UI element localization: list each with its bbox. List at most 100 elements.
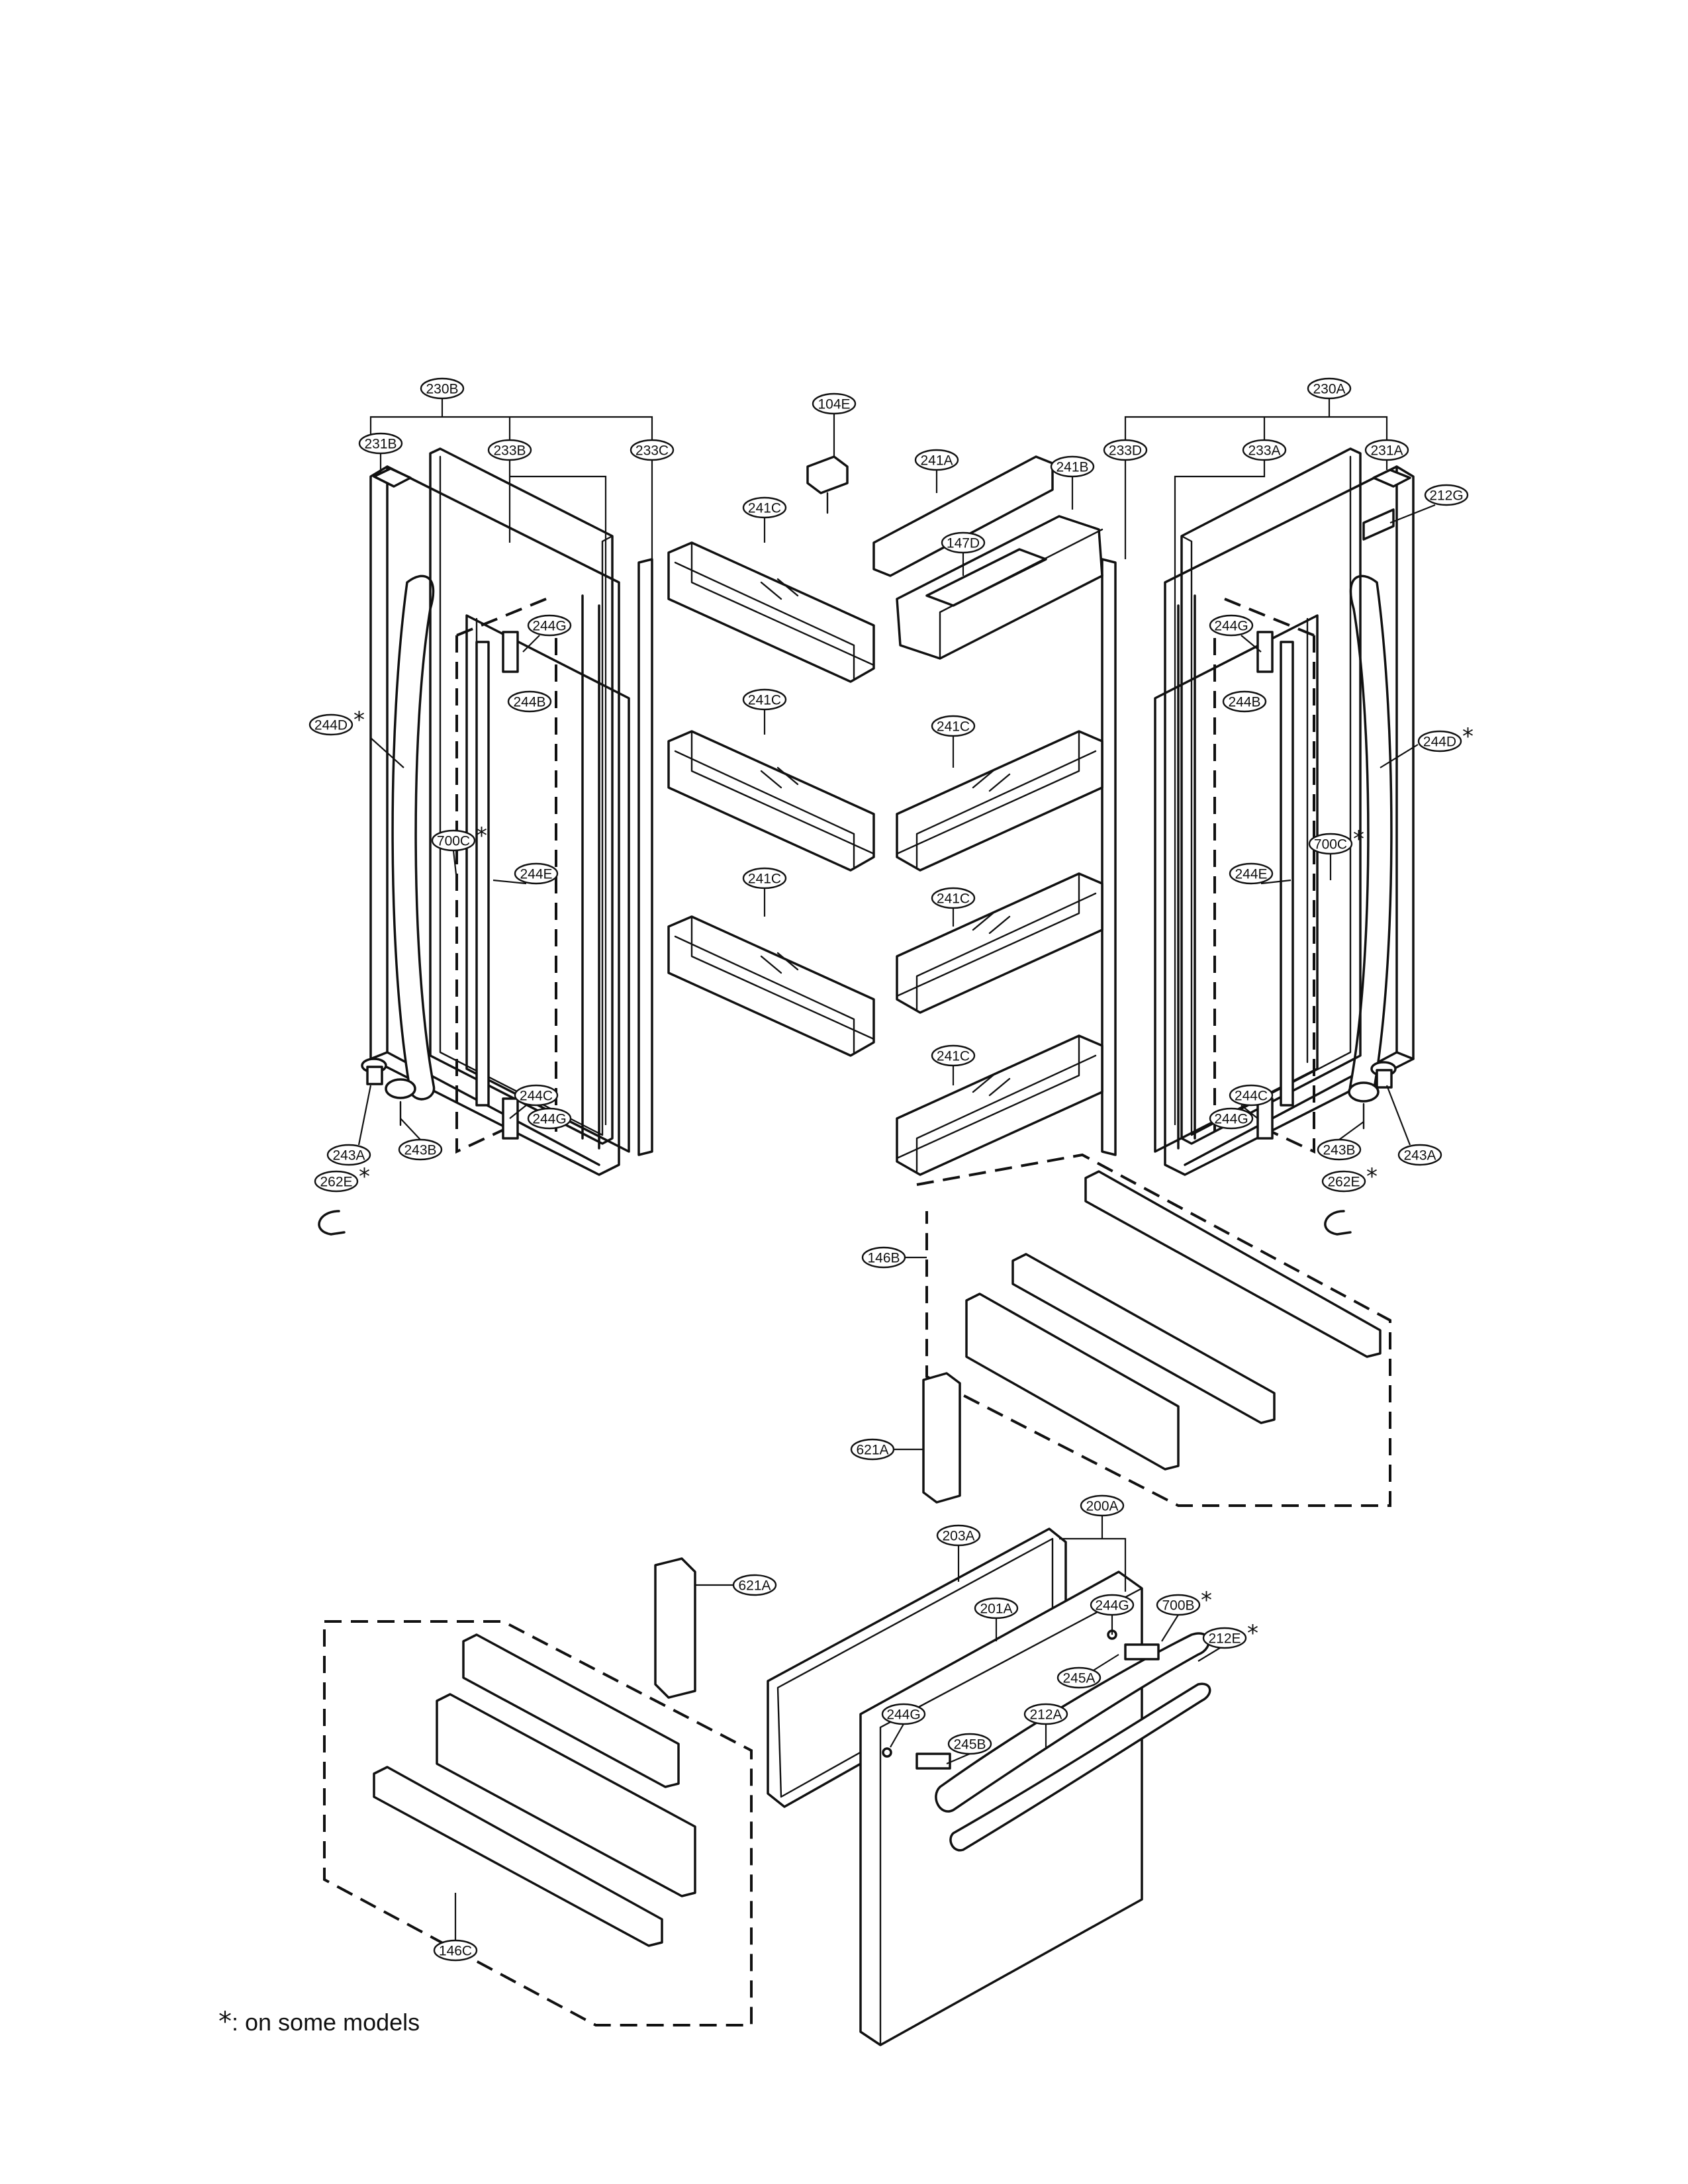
callout-oval bbox=[1090, 1594, 1135, 1616]
callout-label: 244G bbox=[532, 619, 566, 634]
callout-oval bbox=[742, 688, 787, 711]
callout-label: 241C bbox=[937, 1049, 970, 1064]
callout-label: 244D bbox=[314, 718, 348, 733]
door-bin bbox=[896, 872, 1103, 1014]
right-door-assembly bbox=[1101, 447, 1415, 1176]
callout-oval bbox=[947, 1733, 992, 1755]
callout-200a: 200A bbox=[1080, 1494, 1125, 1517]
drawer-rail bbox=[373, 1766, 663, 1947]
right-door-handle bbox=[1348, 574, 1393, 1101]
left-lower-hinge bbox=[361, 1058, 416, 1126]
callout-label: 700C bbox=[437, 834, 470, 849]
callout-label: 212E bbox=[1208, 1631, 1241, 1647]
callout-oval bbox=[1222, 690, 1267, 713]
callout-262e: 262E* bbox=[314, 1163, 370, 1193]
callout-label: 233A bbox=[1248, 443, 1280, 459]
left-door-gasket bbox=[429, 447, 614, 1145]
callout-146b: 146B bbox=[861, 1246, 906, 1269]
callout-oval bbox=[1317, 1138, 1362, 1161]
left-handle-cap bbox=[915, 1752, 951, 1770]
callout-label: 146C bbox=[439, 1944, 472, 1959]
callout-104e: 104E bbox=[812, 392, 857, 415]
door-bins bbox=[667, 541, 1103, 1176]
callout-label: 200A bbox=[1086, 1499, 1118, 1514]
callout-244g: 244G bbox=[527, 614, 572, 637]
callout-233a: 233A bbox=[1242, 439, 1287, 461]
door-bin bbox=[667, 915, 875, 1057]
footnote: *: on some models bbox=[218, 2007, 420, 2037]
optional-part-star: * bbox=[1201, 1587, 1212, 1614]
callout-label: 243A bbox=[332, 1148, 365, 1163]
callout-203a: 203A bbox=[936, 1524, 981, 1547]
optional-part-star: * bbox=[1247, 1620, 1258, 1647]
freezer-handle bbox=[935, 1632, 1210, 1813]
callout-oval bbox=[487, 439, 532, 461]
callout-212a: 212A bbox=[1023, 1703, 1068, 1725]
callout-label: 241B bbox=[1056, 460, 1088, 475]
callout-label: 244G bbox=[886, 1707, 920, 1723]
callout-label: 244G bbox=[1214, 1112, 1248, 1127]
left-door-rail bbox=[475, 641, 490, 1107]
callout-label: 244C bbox=[520, 1089, 553, 1104]
drawer-rail bbox=[462, 1633, 680, 1788]
callout-label: 244E bbox=[520, 867, 552, 882]
callout-233c: 233C bbox=[630, 439, 675, 461]
callout-621a: 621A bbox=[850, 1438, 895, 1461]
callout-241c: 241C bbox=[742, 867, 787, 889]
callout-label: 233C bbox=[635, 443, 669, 459]
callout-oval bbox=[1209, 1107, 1254, 1130]
callout-oval bbox=[850, 1438, 895, 1461]
callout-244g: 244G bbox=[1090, 1594, 1135, 1616]
callout-241c: 241C bbox=[931, 715, 976, 737]
callout-label: 230A bbox=[1313, 382, 1345, 397]
mounting-bracket bbox=[806, 455, 849, 494]
callout-label: 241A bbox=[920, 453, 953, 469]
callout-label: 700C bbox=[1314, 837, 1347, 852]
callout-oval bbox=[630, 439, 675, 461]
callout-233d: 233D bbox=[1103, 439, 1148, 461]
left-upper-door-bracket bbox=[502, 631, 519, 673]
door-bin bbox=[896, 1034, 1103, 1176]
left-door-assembly bbox=[361, 447, 653, 1176]
drawer-rail bbox=[436, 1693, 696, 1897]
callout-oval bbox=[742, 867, 787, 889]
right-door-rail bbox=[1280, 641, 1294, 1107]
callout-147d: 147D bbox=[941, 531, 986, 554]
callout-oval bbox=[1308, 833, 1353, 855]
callout-oval bbox=[861, 1246, 906, 1269]
dairy-door bbox=[872, 455, 1054, 577]
callout-label: 244B bbox=[513, 695, 545, 710]
callout-244d: 244D* bbox=[1417, 723, 1474, 752]
callout-oval bbox=[1050, 455, 1095, 478]
callout-oval bbox=[1056, 1666, 1102, 1689]
callout-oval bbox=[358, 432, 403, 455]
callout-oval bbox=[812, 392, 857, 415]
callout-oval bbox=[1209, 614, 1254, 637]
callout-241c: 241C bbox=[931, 887, 976, 909]
callout-243b: 243B bbox=[398, 1138, 443, 1161]
callout-label: 244G bbox=[1214, 619, 1248, 634]
callout-231a: 231A bbox=[1364, 439, 1409, 461]
callout-oval bbox=[433, 1939, 478, 1962]
callout-oval bbox=[931, 715, 976, 737]
callout-label: 243B bbox=[404, 1143, 436, 1158]
callout-oval bbox=[1229, 1084, 1274, 1107]
callout-244d: 244D* bbox=[308, 707, 365, 736]
callout-241c: 241C bbox=[742, 496, 787, 519]
callout-oval bbox=[1242, 439, 1287, 461]
callout-oval bbox=[974, 1597, 1019, 1619]
callout-244g: 244G bbox=[527, 1107, 572, 1130]
door-bin bbox=[667, 730, 875, 872]
callout-label: 262E bbox=[1327, 1175, 1360, 1190]
callout-oval bbox=[1321, 1170, 1366, 1193]
callout-244c: 244C bbox=[1229, 1084, 1274, 1107]
callout-700c: 700C* bbox=[1308, 826, 1364, 855]
callout-241c: 241C bbox=[931, 1044, 976, 1067]
callout-label: 231B bbox=[364, 437, 397, 452]
drawer-rail bbox=[1011, 1253, 1276, 1424]
right-c-clip bbox=[1324, 1210, 1352, 1236]
callout-oval bbox=[1417, 730, 1462, 752]
callout-241a: 241A bbox=[914, 449, 959, 471]
callout-oval bbox=[881, 1703, 926, 1725]
